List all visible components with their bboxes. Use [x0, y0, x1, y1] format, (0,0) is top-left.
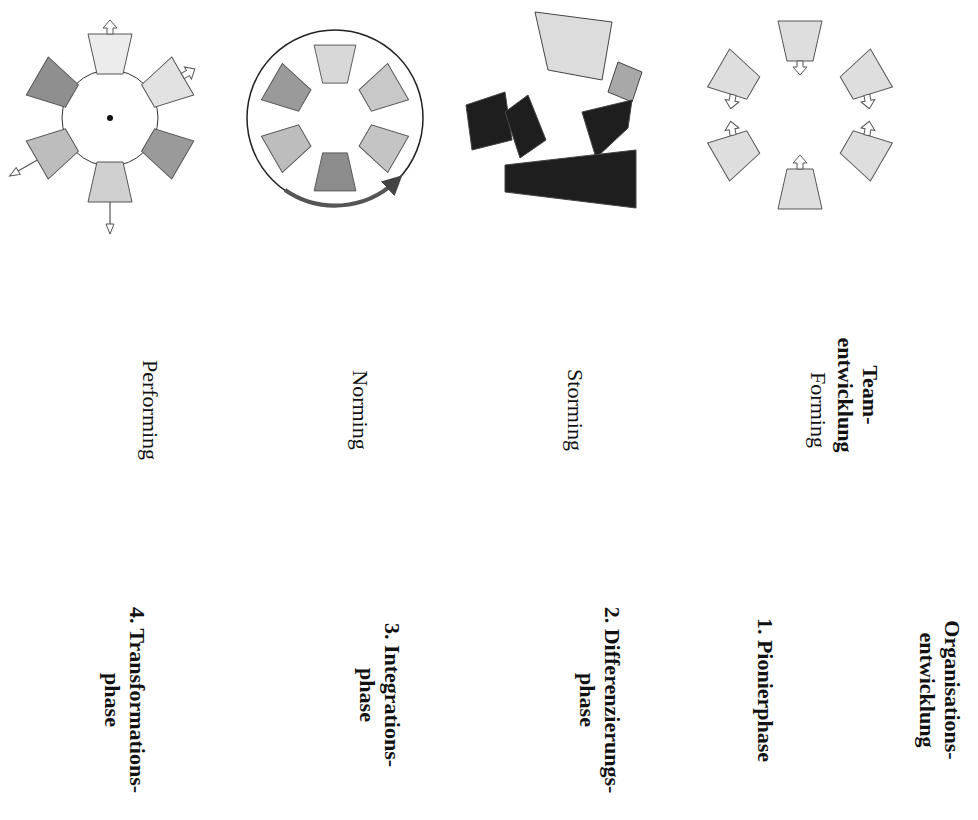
team-stage: Forming: [805, 372, 830, 448]
team-stage: Performing: [137, 360, 162, 460]
norming-figure: [247, 30, 423, 206]
org-phase: 4. Transformations- phase: [100, 604, 151, 797]
column-heading: Team- entwicklung: [833, 335, 884, 456]
storming-figure: [466, 12, 642, 208]
team-stage: Norming: [347, 370, 372, 449]
forming-figure: [703, 21, 897, 209]
org-phase: 3. Integrations- phase: [355, 620, 406, 771]
org-phase: 1. Pionierphase: [752, 618, 777, 762]
performing-figure: [0, 20, 206, 234]
column-heading: Organisations- entwicklung: [915, 617, 966, 763]
org-phase: 2. Differenzierungs- phase: [575, 604, 626, 797]
team-stage: Storming: [562, 369, 587, 451]
